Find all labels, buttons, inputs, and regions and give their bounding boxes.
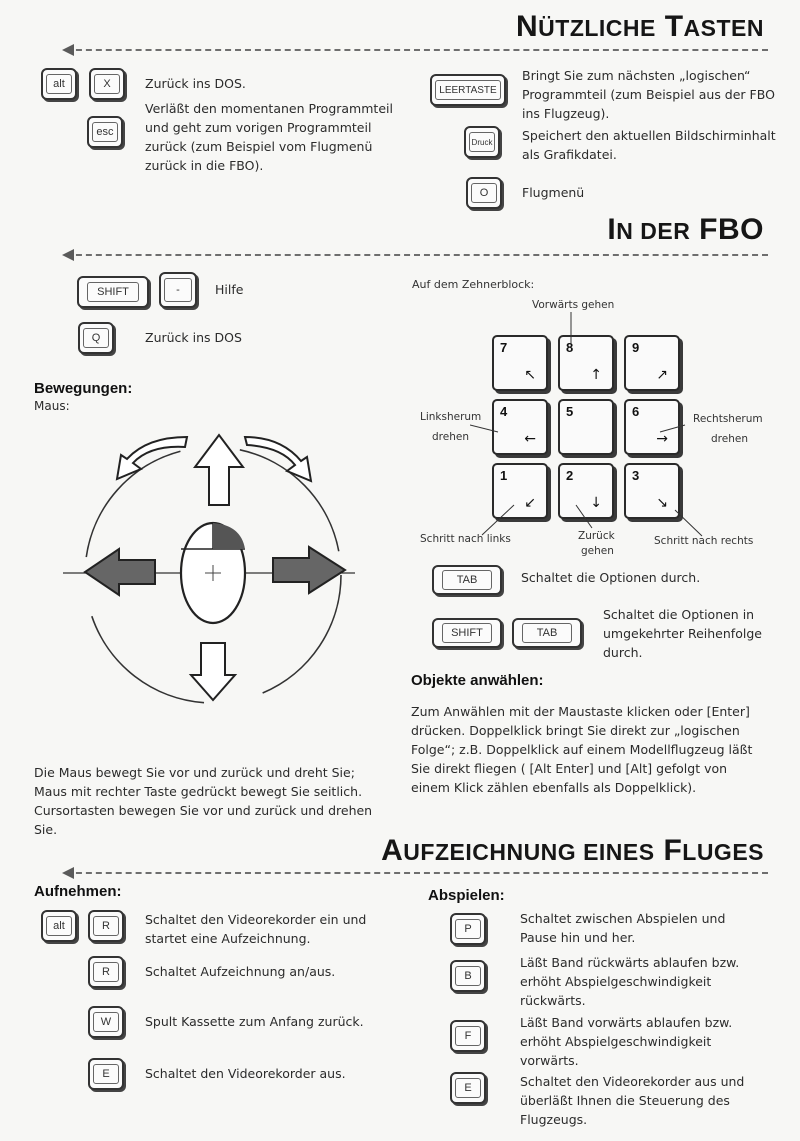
text-exit-dos: Zurück ins DOS.	[145, 76, 246, 91]
key-shift-2: SHIFT	[432, 618, 502, 648]
numpad-key-7: 7↖	[492, 335, 548, 391]
numpad-key-number: 8	[566, 340, 574, 355]
heading-record: Aufnehmen:	[34, 883, 122, 900]
text-mouse-movement: Die Maus bewegt Sie vor und zurück und d…	[34, 765, 373, 837]
text-b: Läßt Band rückwärts ablaufen bzw. erhöht…	[520, 955, 740, 1008]
numpad-key-1: 1↙	[492, 463, 548, 519]
numpad-arrow-icon: ↑	[590, 367, 602, 383]
key-x: X	[89, 68, 125, 100]
arrow-up-icon	[193, 433, 245, 506]
key-p: P	[450, 913, 486, 945]
key-r: R	[88, 910, 124, 942]
key-alt: alt	[41, 68, 77, 100]
numpad-key-number: 1	[500, 468, 508, 483]
section-title-fbo: IN DER FBO	[607, 213, 764, 246]
turn-right-icon	[243, 435, 313, 483]
key-f: F	[450, 1020, 486, 1052]
text-flight-menu: Flugmenü	[522, 185, 585, 200]
text-alt-r: Schaltet den Videorekorder ein und start…	[145, 912, 367, 946]
arrow-down-icon	[188, 642, 238, 702]
key-alt-record: alt	[41, 910, 77, 942]
text-exit-dos-fbo: Zurück ins DOS	[145, 330, 242, 345]
key-e-2: E	[450, 1072, 486, 1104]
numpad-key-8: 8↑	[558, 335, 614, 391]
numpad-arrow-icon: →	[656, 431, 668, 447]
numpad-key-number: 3	[632, 468, 640, 483]
numpad-key-number: 4	[500, 404, 508, 419]
text-help: Hilfe	[215, 282, 244, 297]
text-e: Schaltet den Videorekorder aus.	[145, 1066, 346, 1081]
key-shift: SHIFT	[77, 276, 149, 308]
numpad-pointer-lines	[470, 312, 703, 537]
text-space: Bringt Sie zum nächsten „logischen“ Prog…	[522, 68, 775, 121]
label-turn-right: Rechtsherum	[693, 413, 763, 425]
text-w: Spult Kassette zum Anfang zurück.	[145, 1014, 364, 1029]
label-turn-left-2: drehen	[432, 431, 469, 443]
numpad-key-4: 4←	[492, 399, 548, 455]
key-tab-2: TAB	[512, 618, 582, 648]
heading-movement: Bewegungen:	[34, 380, 133, 397]
numpad-arrow-icon: ↘	[656, 495, 668, 511]
section-divider	[62, 44, 768, 56]
key-esc: esc	[87, 116, 123, 148]
label-back-2: gehen	[581, 545, 614, 557]
key-w: W	[88, 1006, 124, 1038]
label-turn-left: Linksherum	[420, 411, 482, 423]
label-back: Zurück	[578, 530, 615, 542]
numpad-key-number: 6	[632, 404, 640, 419]
numpad-key-9: 9↗	[624, 335, 680, 391]
section-divider	[62, 867, 768, 879]
numpad-key-number: 5	[566, 404, 574, 419]
numpad-key-number: 9	[632, 340, 640, 355]
numpad-key-6: 6→	[624, 399, 680, 455]
numpad-key-2: 2↓	[558, 463, 614, 519]
text-shift-tab: Schaltet die Optionen in umgekehrter Rei…	[603, 607, 762, 660]
label-turn-right-2: drehen	[711, 433, 748, 445]
heading-play: Abspielen:	[428, 887, 505, 904]
numpad-arrow-icon: ↖	[524, 367, 536, 383]
numpad-arrow-icon: ↙	[524, 495, 536, 511]
label-step-right: Schritt nach rechts	[654, 535, 754, 547]
text-esc: Verläßt den momentanen Programmteil und …	[145, 101, 393, 173]
key-b: B	[450, 960, 486, 992]
key-q: Q	[78, 322, 114, 354]
label-forward: Vorwärts gehen	[532, 299, 615, 311]
key-print: Druck	[464, 126, 500, 158]
key-minus: -	[159, 272, 197, 308]
key-space: LEERTASTE	[430, 74, 506, 106]
numpad-arrow-icon: ↗	[656, 367, 668, 383]
arrow-right-icon	[272, 545, 347, 595]
numpad-key-number: 2	[566, 468, 574, 483]
mouse-movement-diagram	[63, 433, 355, 704]
numpad-key-3: 3↘	[624, 463, 680, 519]
text-tab: Schaltet die Optionen durch.	[521, 570, 701, 585]
text-select-objects: Zum Anwählen mit der Maustaste klicken o…	[411, 704, 753, 795]
text-e-2: Schaltet den Videorekorder aus und überl…	[520, 1074, 745, 1127]
label-step-left: Schritt nach links	[420, 533, 511, 545]
key-o: O	[466, 177, 502, 209]
key-tab: TAB	[432, 565, 502, 595]
section-title-useful-keys: NÜTZLICHE TASTEN	[515, 10, 764, 43]
heading-select-objects: Objekte anwählen:	[411, 672, 544, 689]
section-title-recording: AUFZEICHNUNG EINES FLUGES	[381, 834, 764, 867]
numpad-key-5: 5	[558, 399, 614, 455]
text-r: Schaltet Aufzeichnung an/aus.	[145, 964, 336, 979]
numpad-key-number: 7	[500, 340, 508, 355]
text-print: Speichert den aktuellen Bildschirminhalt…	[522, 128, 776, 162]
section-divider	[62, 249, 768, 261]
label-numpad: Auf dem Zehnerblock:	[412, 278, 535, 291]
arrow-left-icon	[83, 547, 156, 597]
numpad-arrow-icon: ←	[524, 431, 536, 447]
key-r-2: R	[88, 956, 124, 988]
text-f: Läßt Band vorwärts ablaufen bzw. erhöht …	[520, 1015, 733, 1068]
key-e: E	[88, 1058, 124, 1090]
label-mouse: Maus:	[34, 399, 70, 413]
text-p: Schaltet zwischen Abspielen und Pause hi…	[520, 911, 726, 945]
turn-left-icon	[115, 435, 189, 481]
numpad-arrow-icon: ↓	[590, 495, 602, 511]
